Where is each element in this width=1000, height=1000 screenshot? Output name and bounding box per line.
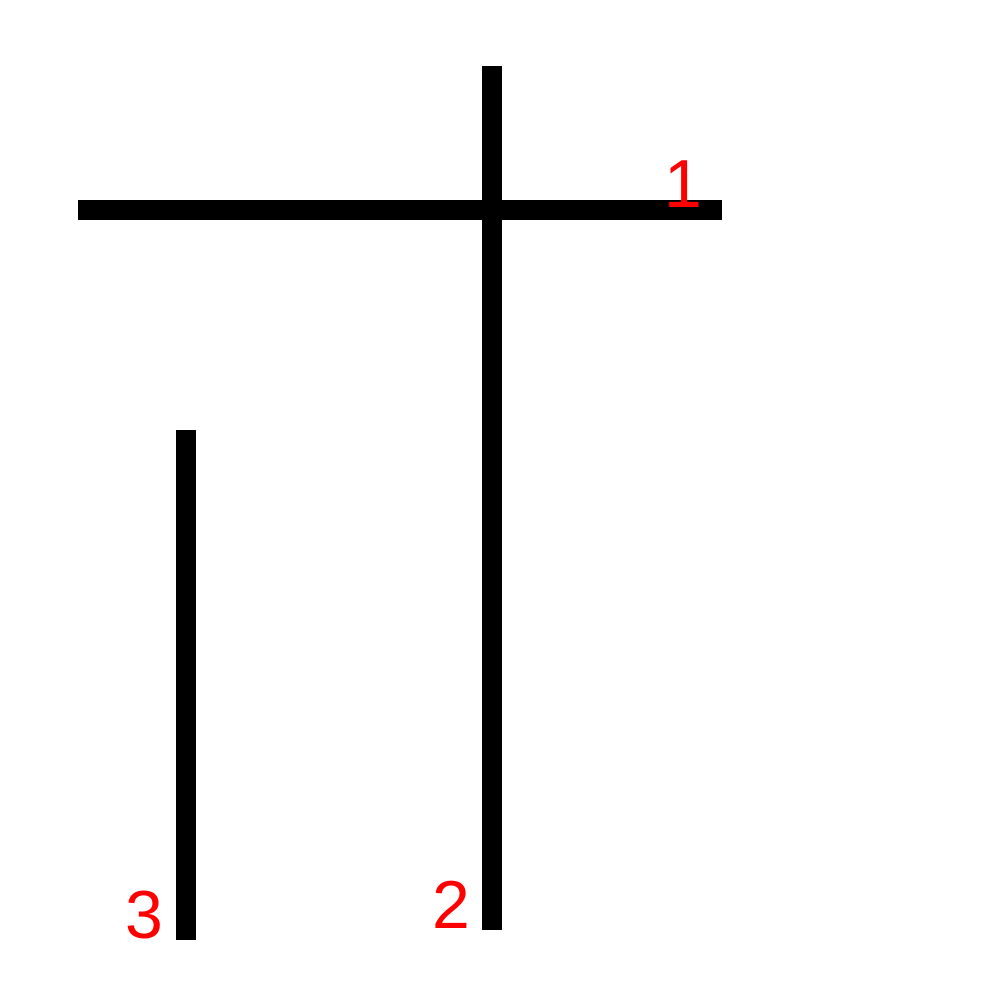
stroke-1-number: 1 [664, 146, 702, 222]
stroke-2-number: 2 [432, 867, 470, 943]
stroke-3-group: 3 [125, 430, 196, 953]
stroke-1-group: 1 [78, 146, 722, 222]
stroke-3-number: 3 [125, 877, 163, 953]
stroke-2-group: 2 [432, 66, 502, 943]
